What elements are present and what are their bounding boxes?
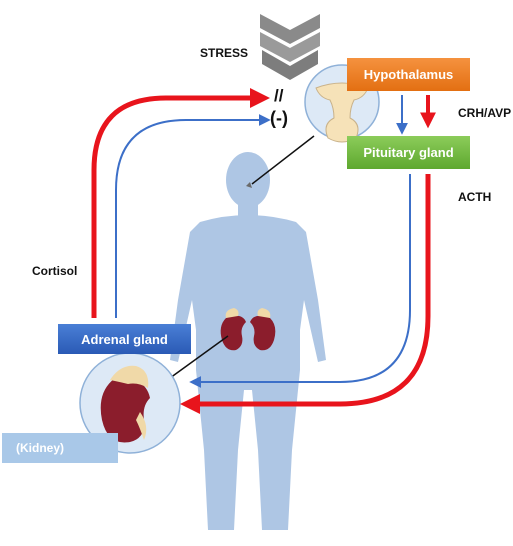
acth-blue-arrow	[189, 174, 411, 388]
body-kidneys-icon	[220, 308, 276, 351]
pituitary-label: Pituitary gland	[363, 145, 454, 160]
human-body-icon	[170, 152, 326, 530]
kidney-label: (Kidney)	[16, 441, 64, 455]
cortisol-label: Cortisol	[32, 264, 78, 278]
adrenal-box: Adrenal gland	[58, 324, 191, 354]
brain-connector-line	[251, 135, 315, 185]
cortisol-blue-arrow	[115, 114, 271, 318]
inhibition-mark: //	[274, 86, 284, 105]
acth-red-arrow	[180, 174, 431, 414]
kidney-connector-line	[169, 335, 229, 379]
acth-label: ACTH	[458, 190, 492, 204]
pituitary-marker-icon	[246, 182, 252, 188]
negative-feedback-sign: (-)	[270, 108, 288, 128]
cortisol-red-arrow	[91, 88, 270, 318]
crh-avp-label: CRH/AVP	[458, 106, 512, 120]
pituitary-box: Pituitary gland	[347, 136, 470, 169]
adrenal-label: Adrenal gland	[81, 331, 168, 347]
stress-chevron-icon	[260, 14, 320, 80]
hypothalamus-label: Hypothalamus	[363, 67, 454, 82]
stress-label: STRESS	[200, 46, 249, 60]
hypothalamus-box: Hypothalamus	[347, 58, 470, 91]
kidney-box: (Kidney)	[2, 433, 118, 463]
